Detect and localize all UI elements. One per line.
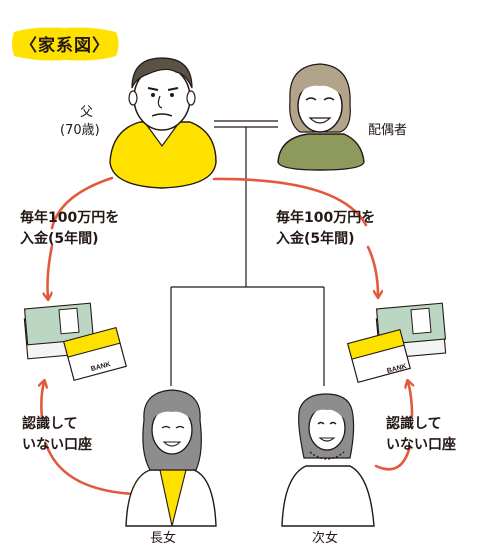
left-account-note-line2: いない口座: [22, 437, 92, 453]
left-account-arrow-upper: [41, 382, 44, 420]
left-transfer-note-line1: 毎年100万円を: [20, 210, 120, 226]
eldest-daughter-label: 長女: [150, 531, 177, 546]
transfer-arrows: [41, 176, 412, 496]
right-transfer-note-line1: 毎年100万円を: [276, 210, 376, 226]
right-transfer-note-line2: 入金(5年間): [276, 231, 355, 247]
left-transfer-arrow-lower: [48, 244, 53, 298]
father-figure: [109, 57, 217, 189]
spouse-label: 配偶者: [368, 123, 408, 138]
left-transfer-arrow-upper: [50, 176, 114, 230]
diagram-title: 〈家系図〉: [20, 36, 110, 56]
right-transfer-arrow-upper: [212, 177, 368, 227]
right-account-note-line2: いない口座: [386, 437, 456, 453]
left-account-stack: [23, 302, 127, 382]
left-account-note-line1: 認識して: [22, 416, 78, 432]
right-account-arrow-lower: [374, 444, 412, 471]
right-account-stack: [347, 302, 447, 384]
tree-lines: [170, 120, 325, 386]
father-age: (70歳): [60, 123, 100, 138]
right-transfer-arrow-lower: [366, 245, 378, 296]
left-account-arrow-lower: [44, 442, 136, 496]
father-label: 父: [80, 105, 94, 120]
right-account-note-line1: 認識して: [386, 416, 442, 432]
title-badge: [12, 27, 119, 61]
left-transfer-note-line2: 入金(5年間): [20, 231, 99, 247]
left-bank-card-text: BANK: [90, 361, 111, 373]
right-account-arrow-upper: [408, 382, 412, 418]
right-bank-card-text: BANK: [386, 363, 407, 375]
eldest-daughter-figure: [125, 389, 217, 527]
spouse-figure: [277, 63, 365, 171]
second-daughter-label: 次女: [312, 531, 339, 546]
second-daughter-figure: [281, 393, 375, 527]
